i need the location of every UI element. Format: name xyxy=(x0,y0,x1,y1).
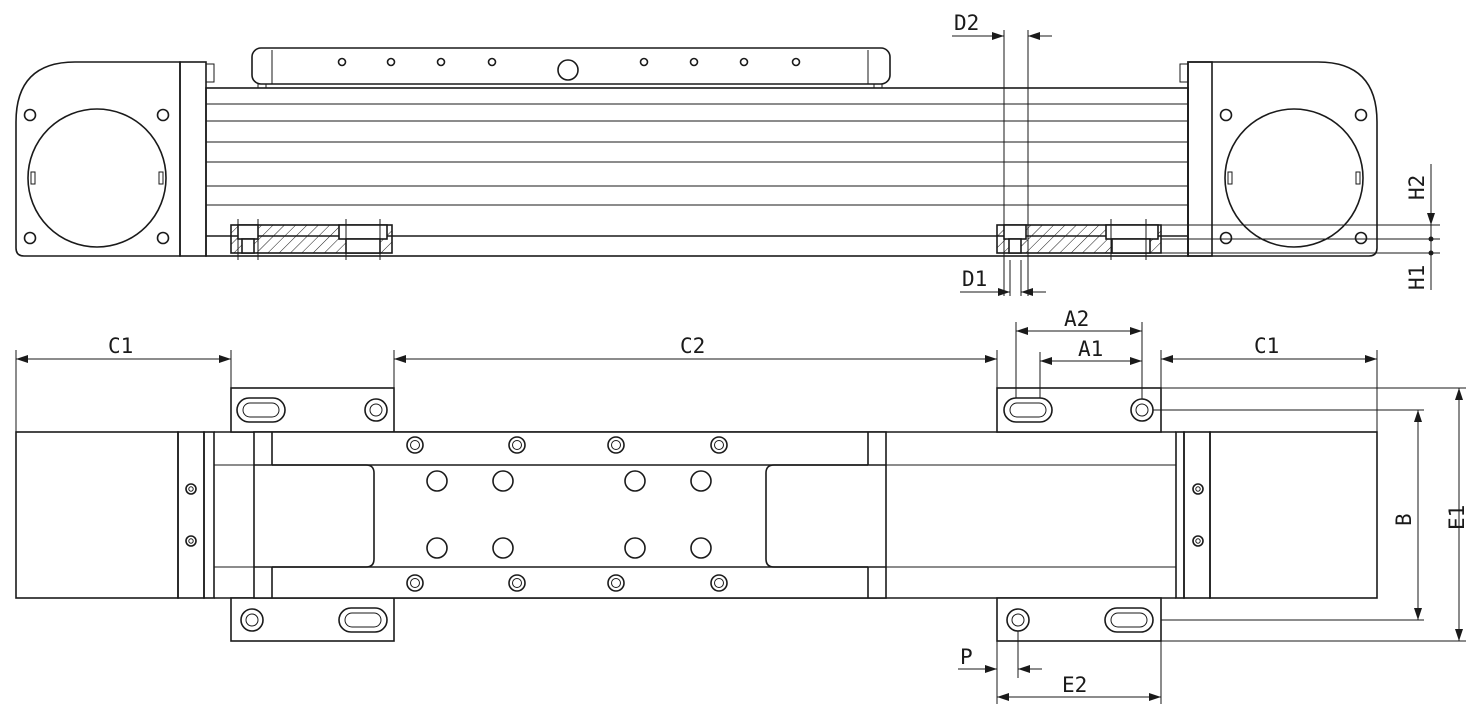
clamp-top-left xyxy=(231,388,394,432)
clamp-bottom-right xyxy=(997,598,1161,641)
side-view: D2 D1 H2 H1 xyxy=(16,11,1440,296)
dim-c1-right: C1 xyxy=(1161,334,1377,432)
right-end-plate xyxy=(1180,62,1377,256)
left-motor-block xyxy=(16,432,214,598)
label-h1: H1 xyxy=(1405,265,1429,290)
label-e2: E2 xyxy=(1062,673,1087,697)
label-d1: D1 xyxy=(962,267,987,291)
right-motor-block xyxy=(1176,432,1377,598)
label-p: P xyxy=(960,645,973,669)
label-c1-left: C1 xyxy=(108,334,133,358)
dim-c2: C2 xyxy=(394,334,997,388)
right-clamp-section xyxy=(997,219,1161,260)
dim-e1: E1 xyxy=(1161,388,1469,641)
top-view: C1 C2 A2 A1 xyxy=(16,307,1469,704)
label-e1: E1 xyxy=(1445,505,1469,530)
dim-d1: D1 xyxy=(960,260,1046,296)
label-h2: H2 xyxy=(1405,175,1429,200)
clamp-top-right xyxy=(997,388,1161,432)
left-end-plate xyxy=(16,62,214,256)
label-d2: D2 xyxy=(954,11,979,35)
dim-h1-h2: H2 H1 xyxy=(1161,164,1440,290)
label-c1-right: C1 xyxy=(1254,334,1279,358)
carriage-side xyxy=(252,48,890,88)
dim-e2: E2 xyxy=(997,641,1161,704)
dim-b: B xyxy=(1153,410,1424,620)
label-c2: C2 xyxy=(680,334,705,358)
clamp-bottom-left xyxy=(231,598,394,641)
dim-p: P xyxy=(958,631,1042,704)
dim-c1-left: C1 xyxy=(16,334,231,432)
label-a2: A2 xyxy=(1064,307,1089,331)
left-clamp-section xyxy=(231,219,392,260)
label-b: B xyxy=(1392,513,1416,526)
carriage-top xyxy=(254,432,886,598)
label-a1: A1 xyxy=(1078,337,1103,361)
